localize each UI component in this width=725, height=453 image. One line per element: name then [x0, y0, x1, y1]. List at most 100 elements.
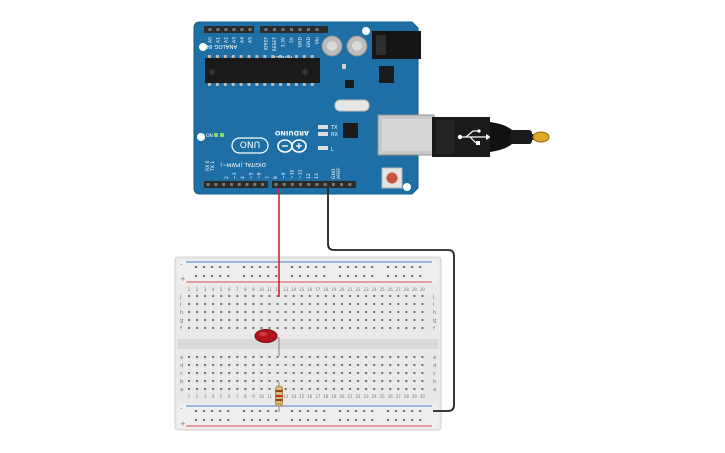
bottom-power-rail[interactable] [178, 404, 438, 428]
breadboard-hole[interactable] [228, 295, 231, 297]
analog-pin[interactable] [240, 28, 244, 31]
breadboard-hole[interactable] [236, 364, 239, 366]
breadboard-hole[interactable] [204, 295, 207, 297]
breadboard-hole[interactable] [268, 380, 271, 382]
breadboard-hole[interactable] [340, 303, 343, 305]
breadboard-hole[interactable] [324, 372, 327, 374]
breadboard-hole[interactable] [397, 327, 400, 329]
breadboard-hole[interactable] [339, 275, 341, 277]
breadboard-hole[interactable] [252, 311, 255, 313]
breadboard-hole[interactable] [332, 372, 335, 374]
breadboard-hole[interactable] [252, 356, 255, 358]
breadboard-hole[interactable] [236, 311, 239, 313]
breadboard-hole[interactable] [244, 327, 247, 329]
breadboard-hole[interactable] [340, 380, 343, 382]
breadboard-hole[interactable] [316, 388, 319, 390]
breadboard-hole[interactable] [259, 275, 262, 277]
breadboard-hole[interactable] [196, 295, 199, 297]
breadboard-hole[interactable] [292, 364, 295, 366]
breadboard-hole[interactable] [316, 372, 319, 374]
breadboard-hole[interactable] [316, 295, 319, 297]
breadboard-hole[interactable] [244, 388, 247, 390]
breadboard-hole[interactable] [203, 410, 206, 412]
breadboard-hole[interactable] [349, 319, 351, 321]
analog-pin[interactable] [224, 28, 228, 31]
breadboard-hole[interactable] [308, 380, 311, 382]
breadboard-hole[interactable] [389, 356, 392, 358]
breadboard-hole[interactable] [373, 380, 376, 382]
breadboard-hole[interactable] [284, 311, 287, 313]
breadboard-hole[interactable] [300, 380, 303, 382]
breadboard-hole[interactable] [211, 410, 214, 412]
breadboard-hole[interactable] [389, 380, 392, 382]
breadboard-hole[interactable] [332, 327, 335, 329]
breadboard-hole[interactable] [316, 311, 319, 313]
breadboard-hole[interactable] [292, 311, 295, 313]
breadboard-hole[interactable] [324, 311, 327, 313]
breadboard-hole[interactable] [268, 372, 271, 374]
breadboard-hole[interactable] [268, 303, 271, 305]
breadboard-hole[interactable] [421, 356, 424, 358]
breadboard-hole[interactable] [276, 295, 279, 297]
breadboard-hole[interactable] [259, 419, 262, 421]
breadboard-hole[interactable] [188, 327, 190, 329]
breadboard-hole[interactable] [365, 311, 368, 313]
breadboard-hole[interactable] [389, 388, 392, 390]
breadboard-hole[interactable] [244, 356, 247, 358]
breadboard-hole[interactable] [267, 266, 270, 268]
breadboard-hole[interactable] [243, 419, 245, 421]
breadboard-hole[interactable] [397, 356, 400, 358]
breadboard-hole[interactable] [212, 311, 215, 313]
analog-pin[interactable] [208, 28, 212, 31]
breadboard-hole[interactable] [340, 311, 343, 313]
breadboard-hole[interactable] [355, 410, 358, 412]
breadboard-hole[interactable] [324, 327, 327, 329]
breadboard-hole[interactable] [397, 303, 400, 305]
breadboard-hole[interactable] [397, 295, 400, 297]
breadboard-hole[interactable] [204, 380, 207, 382]
breadboard-hole[interactable] [227, 275, 230, 277]
breadboard-hole[interactable] [413, 311, 416, 313]
breadboard-hole[interactable] [373, 327, 376, 329]
breadboard-hole[interactable] [284, 364, 287, 366]
breadboard-hole[interactable] [332, 311, 335, 313]
breadboard-hole[interactable] [403, 266, 406, 268]
breadboard-hole[interactable] [421, 364, 424, 366]
breadboard-hole[interactable] [196, 380, 199, 382]
breadboard-hole[interactable] [260, 380, 263, 382]
breadboard-hole[interactable] [308, 327, 311, 329]
power-pin[interactable] [264, 28, 268, 31]
breadboard-hole[interactable] [252, 388, 255, 390]
breadboard-hole[interactable] [381, 327, 384, 329]
breadboard-hole[interactable] [421, 311, 424, 313]
breadboard-hole[interactable] [355, 266, 358, 268]
power-pin[interactable] [281, 28, 285, 31]
breadboard-hole[interactable] [188, 372, 190, 374]
breadboard-hole[interactable] [252, 372, 255, 374]
breadboard-hole[interactable] [227, 266, 230, 268]
breadboard-hole[interactable] [323, 266, 326, 268]
breadboard-hole[interactable] [276, 311, 279, 313]
breadboard-hole[interactable] [357, 327, 360, 329]
breadboard-hole[interactable] [211, 275, 214, 277]
breadboard-hole[interactable] [275, 410, 278, 412]
breadboard-hole[interactable] [276, 364, 279, 366]
breadboard-hole[interactable] [300, 303, 303, 305]
breadboard-hole[interactable] [357, 295, 360, 297]
breadboard-hole[interactable] [228, 319, 231, 321]
digital-pin[interactable] [253, 183, 257, 186]
breadboard-hole[interactable] [284, 295, 287, 297]
breadboard-hole[interactable] [324, 388, 327, 390]
breadboard-hole[interactable] [260, 311, 263, 313]
breadboard-hole[interactable] [421, 380, 424, 382]
breadboard-hole[interactable] [300, 327, 303, 329]
breadboard-hole[interactable] [419, 275, 422, 277]
breadboard-hole[interactable] [349, 303, 351, 305]
breadboard-hole[interactable] [413, 295, 416, 297]
breadboard-hole[interactable] [220, 311, 223, 313]
breadboard-hole[interactable] [405, 311, 408, 313]
breadboard-hole[interactable] [395, 275, 398, 277]
breadboard-hole[interactable] [196, 319, 199, 321]
